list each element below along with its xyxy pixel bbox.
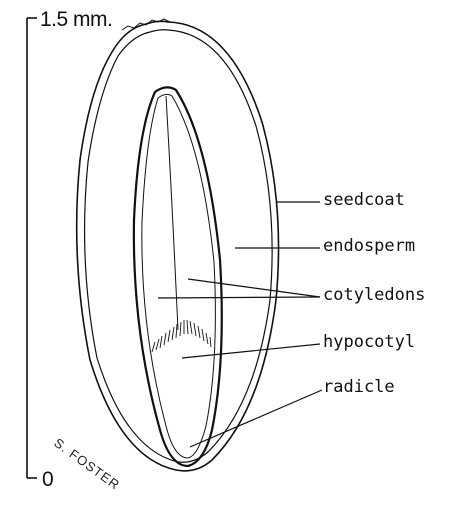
leader-cotyledons-lower (157, 296, 321, 299)
leader-lines (157, 201, 323, 448)
scale-max-label: 1.5 mm. (40, 8, 113, 31)
embryo (132, 86, 223, 468)
scale-min-label: 0 (42, 468, 54, 491)
label-seedcoat: seedcoat (323, 190, 405, 210)
leader-cotyledons-upper (187, 278, 321, 298)
label-endosperm: endosperm (323, 236, 416, 256)
seedcoat-outline (75, 18, 280, 472)
label-hypocotyl: hypocotyl (323, 332, 416, 352)
scale-bar (26, 17, 37, 479)
label-radicle: radicle (323, 377, 395, 397)
leader-radicle (189, 389, 323, 448)
leader-hypocotyl (181, 343, 321, 359)
label-cotyledons: cotyledons (323, 285, 426, 305)
hypocotyl-shading (151, 319, 212, 353)
